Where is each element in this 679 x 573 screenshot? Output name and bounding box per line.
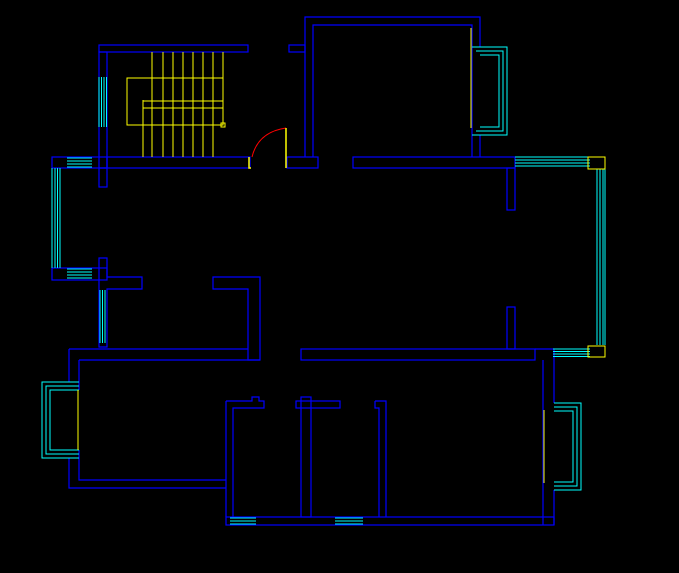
right-room-window <box>554 402 582 491</box>
mid-wall <box>300 348 536 361</box>
stair-bottom-wall <box>106 156 251 169</box>
wall-stub <box>288 44 306 53</box>
windows <box>41 46 606 525</box>
bottom-wall <box>225 516 555 526</box>
bottom-left-window <box>41 381 79 459</box>
stair-top-wall <box>98 44 249 53</box>
bottom-window-1 <box>230 517 256 525</box>
stair-handrail <box>142 100 224 109</box>
cross-wall <box>98 257 143 348</box>
corner-post-bottom <box>587 345 606 358</box>
bottom-window-2 <box>335 517 363 525</box>
left-top-window <box>67 157 92 168</box>
wall-door-right <box>286 156 319 169</box>
inner-wall-center-cap <box>295 400 341 409</box>
inner-wall-center <box>300 396 312 518</box>
top-room-window <box>472 46 508 136</box>
right-stub-bottom <box>506 306 516 350</box>
pillar-stub <box>98 167 108 188</box>
cross-window <box>99 290 106 343</box>
door <box>248 127 287 169</box>
right-side-window <box>596 169 606 345</box>
door-swing-arc <box>251 127 287 158</box>
top-room-walls <box>304 16 481 157</box>
inner-wall-right <box>374 400 387 517</box>
door-leaf <box>248 128 287 169</box>
window-sill-line <box>77 28 545 483</box>
right-top-window <box>515 156 590 167</box>
left-mid-window <box>67 268 92 279</box>
right-bottom-window <box>553 348 590 357</box>
stair-treads <box>142 52 224 157</box>
right-stub-top <box>506 167 516 211</box>
left-side-window <box>51 168 61 268</box>
corner-post-top <box>587 156 606 170</box>
center-wall <box>212 276 261 361</box>
stair-marker <box>220 122 226 128</box>
staircase <box>77 28 606 483</box>
top-room-bottom-wall <box>352 156 516 169</box>
left-top-wall <box>51 156 108 169</box>
bottom-left-room <box>68 348 260 489</box>
inner-wall-left <box>225 396 265 517</box>
stair-window <box>98 77 107 127</box>
stair-left-wall <box>98 51 108 169</box>
